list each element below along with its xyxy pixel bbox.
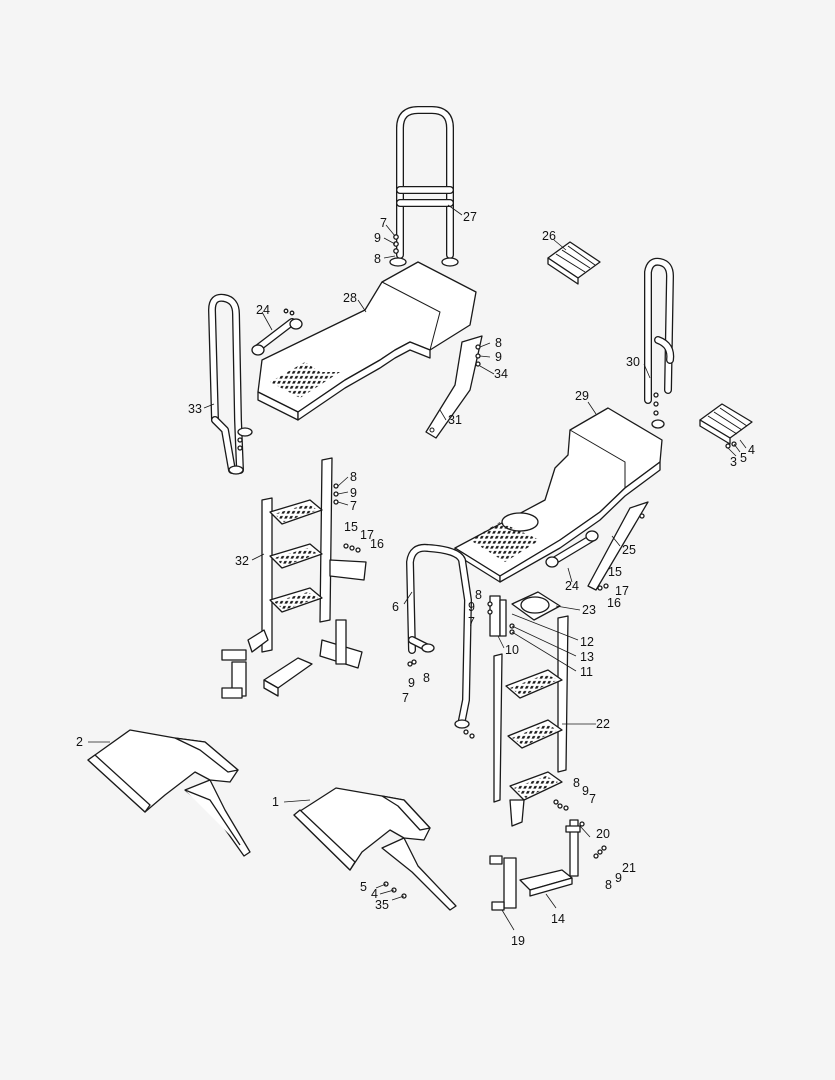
callout-33: 33 xyxy=(188,402,202,416)
fasteners xyxy=(237,234,737,899)
callout-9: 9 xyxy=(615,871,622,885)
handrail-6 xyxy=(406,543,472,729)
callout-34: 34 xyxy=(494,367,508,381)
step-grate-26 xyxy=(547,241,601,285)
callout-20: 20 xyxy=(596,827,610,841)
callout-15: 15 xyxy=(344,520,358,534)
callout-19: 19 xyxy=(511,934,525,948)
callout-10: 10 xyxy=(505,643,519,657)
platform-28 xyxy=(257,261,477,421)
ladder-32 xyxy=(247,457,367,669)
callout-28: 28 xyxy=(343,291,357,305)
bracket-31 xyxy=(425,335,483,439)
callout-25: 25 xyxy=(622,543,636,557)
callout-5: 5 xyxy=(740,451,747,465)
grab-handle-24-upper xyxy=(251,318,303,356)
callout-8: 8 xyxy=(573,776,580,790)
grab-handle-24-lower xyxy=(545,530,599,568)
handrail-33 xyxy=(208,293,253,475)
callout-5: 5 xyxy=(360,880,367,894)
callout-8: 8 xyxy=(605,878,612,892)
callout-8: 8 xyxy=(475,588,482,602)
callout-8: 8 xyxy=(423,671,430,685)
callout-7: 7 xyxy=(468,615,475,629)
mount-plates-left xyxy=(221,649,313,699)
callout-27: 27 xyxy=(463,210,477,224)
callout-13: 13 xyxy=(580,650,594,664)
ladder-22 xyxy=(493,615,569,827)
callout-9: 9 xyxy=(374,231,381,245)
callout-22: 22 xyxy=(596,717,610,731)
callout-15: 15 xyxy=(608,565,622,579)
callout-9: 9 xyxy=(350,486,357,500)
callout-23: 23 xyxy=(582,603,596,617)
callout-26: 26 xyxy=(542,229,556,243)
callout-9: 9 xyxy=(408,676,415,690)
step-grate-right xyxy=(699,403,753,445)
callout-4: 4 xyxy=(748,443,755,457)
handrail-30 xyxy=(644,257,675,429)
callout-2: 2 xyxy=(76,735,83,749)
brace-25 xyxy=(587,501,649,591)
callout-35: 35 xyxy=(375,898,389,912)
platform-29 xyxy=(454,407,663,583)
callout-12: 12 xyxy=(580,635,594,649)
callout-8: 8 xyxy=(350,470,357,484)
callout-11: 11 xyxy=(580,665,593,679)
leader-lines xyxy=(88,204,747,931)
callout-8: 8 xyxy=(374,252,381,266)
callout-9: 9 xyxy=(468,600,475,614)
callout-4: 4 xyxy=(371,887,378,901)
callout-7: 7 xyxy=(589,792,596,806)
bracket-10 xyxy=(489,595,507,637)
callout-16: 16 xyxy=(607,596,621,610)
callout-17: 17 xyxy=(615,584,629,598)
callout-21: 21 xyxy=(622,861,636,875)
callout-30: 30 xyxy=(626,355,640,369)
callout-24: 24 xyxy=(565,579,579,593)
bracket-14 xyxy=(489,819,581,911)
callout-29: 29 xyxy=(575,389,589,403)
callout-8: 8 xyxy=(495,336,502,350)
fender-1 xyxy=(293,787,457,911)
callout-7: 7 xyxy=(402,691,409,705)
callout-32: 32 xyxy=(235,554,249,568)
callout-17: 17 xyxy=(360,528,374,542)
callout-7: 7 xyxy=(380,216,387,230)
callout-14: 14 xyxy=(551,912,565,926)
callout-labels: 27 7 9 8 26 28 24 8 9 34 31 33 30 29 3 5… xyxy=(76,210,755,948)
callout-31: 31 xyxy=(448,413,462,427)
callout-1: 1 xyxy=(272,795,279,809)
callout-6: 6 xyxy=(392,600,399,614)
handrail-27 xyxy=(389,106,459,267)
callout-7: 7 xyxy=(350,499,357,513)
callout-9: 9 xyxy=(582,784,589,798)
callout-3: 3 xyxy=(730,455,737,469)
fender-2 xyxy=(87,729,251,857)
callout-24: 24 xyxy=(256,303,270,317)
plate-23 xyxy=(511,591,561,621)
callout-9: 9 xyxy=(495,350,502,364)
callout-16: 16 xyxy=(370,537,384,551)
